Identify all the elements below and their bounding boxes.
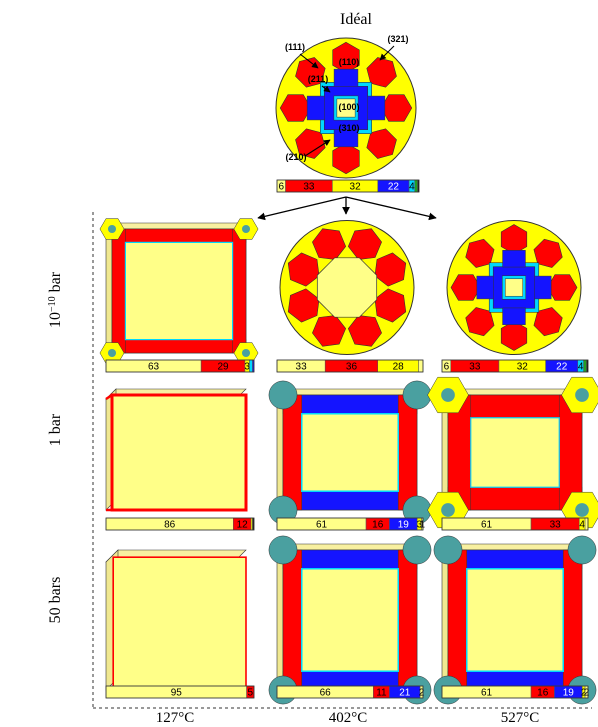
cell-r3-c2: 66 11 21 2: [269, 536, 431, 704]
column-label: 527°C: [501, 710, 540, 726]
bar-value-label: 4: [409, 182, 415, 193]
column-label: 402°C: [329, 710, 368, 726]
crystal-shape: [269, 536, 431, 704]
crystal-shape: [434, 536, 596, 704]
bar-value-label: 2: [419, 688, 425, 699]
bar-value-label: 1: [419, 520, 425, 531]
composition-bar: 6 33 32 22 4: [442, 360, 588, 373]
bar-value-label: 21: [399, 688, 411, 699]
bar-value-label: 29: [217, 362, 229, 373]
bar-value-label: 11: [376, 688, 387, 699]
bar-value-label: 6: [278, 182, 284, 193]
bar-value-label: 36: [346, 362, 358, 373]
branch-arrows: [258, 197, 436, 218]
bar-value-label: 61: [481, 520, 493, 531]
bar-value-label: 32: [517, 362, 529, 373]
crystal-shape: [106, 389, 246, 510]
cell-r3-c1: 95 5: [106, 550, 254, 699]
bar-value-label: 5: [248, 688, 254, 699]
composition-bar: 86 12: [106, 518, 254, 531]
arrow-left: [258, 197, 346, 218]
bar-value-label: 33: [550, 520, 562, 531]
bar-value-label: 86: [164, 520, 176, 531]
column-labels: 127°C 402°C 527°C: [156, 710, 540, 726]
bar-value-label: 66: [320, 688, 332, 699]
bar-value-label: 4: [579, 520, 585, 531]
facet-label: (110): [339, 57, 360, 67]
bar-value-label: 61: [316, 520, 328, 531]
bar-value-label: 63: [148, 362, 160, 373]
bar-segment: [415, 180, 418, 192]
facet-label: (321): [387, 34, 408, 44]
composition-bar: 66 11 21 2: [277, 686, 425, 699]
ideal-bar: 6 33 32 22 4: [277, 180, 419, 193]
bar-value-label: 6: [444, 362, 450, 373]
bar-value-label: 22: [388, 182, 400, 193]
cell-r1-c3: 6 33 32 22 4: [442, 221, 588, 373]
row-label: 10−10 bar: [47, 271, 65, 328]
crystal-shape: [280, 221, 414, 355]
composition-bar: 61 33 4: [442, 518, 588, 531]
cell-r1-c2: 33 36 28: [277, 221, 423, 373]
composition-bar: 33 36 28: [277, 360, 423, 373]
crystal-shape: [100, 219, 258, 364]
bar-value-label: 12: [237, 520, 249, 531]
bar-value-label: 33: [469, 362, 481, 373]
bar-value-label: 33: [303, 182, 315, 193]
row-labels: 10−10 bar 1 bar 50 bars: [47, 271, 65, 623]
bar-segment: [584, 360, 587, 372]
bar-value-label: 95: [171, 688, 183, 699]
bar-value-label: 28: [393, 362, 405, 373]
bar-segment: [419, 360, 423, 372]
row-label: 50 bars: [47, 577, 64, 624]
facet-label: (111): [285, 42, 305, 52]
bar-value-label: 2: [584, 688, 590, 699]
bar-value-label: 22: [556, 362, 568, 373]
cell-r2-c1: 86 12: [106, 389, 254, 531]
crystal-shape: [106, 550, 246, 690]
ideal-title: Idéal: [340, 11, 373, 28]
ideal-composition-bar: 6 33 32 22 4: [277, 180, 419, 193]
cell-r2-c3: 61 33 4: [428, 377, 598, 530]
bar-segment: [249, 360, 252, 372]
bar-value-label: 16: [537, 688, 549, 699]
composition-bar: 95 5: [106, 686, 254, 699]
bar-value-label: 16: [372, 520, 384, 531]
arrow-right: [346, 197, 436, 218]
row-label: 1 bar: [47, 413, 64, 446]
facet-label: (100): [338, 102, 359, 112]
crystal-shape: [269, 381, 431, 524]
bar-value-label: 33: [296, 362, 308, 373]
column-label: 127°C: [156, 710, 195, 726]
bar-value-label: 32: [350, 182, 362, 193]
crystal-shape: [447, 221, 581, 355]
bar-value-label: 19: [398, 520, 410, 531]
bar-segment: [585, 518, 588, 530]
bar-value-label: 61: [481, 688, 493, 699]
facet-label: (310): [338, 123, 359, 133]
bar-value-label: 4: [578, 362, 584, 373]
bar-value-label: 19: [563, 688, 575, 699]
facet-label: (211): [308, 74, 329, 84]
crystal-shape: [428, 377, 598, 528]
facet-label: (210): [285, 152, 306, 162]
